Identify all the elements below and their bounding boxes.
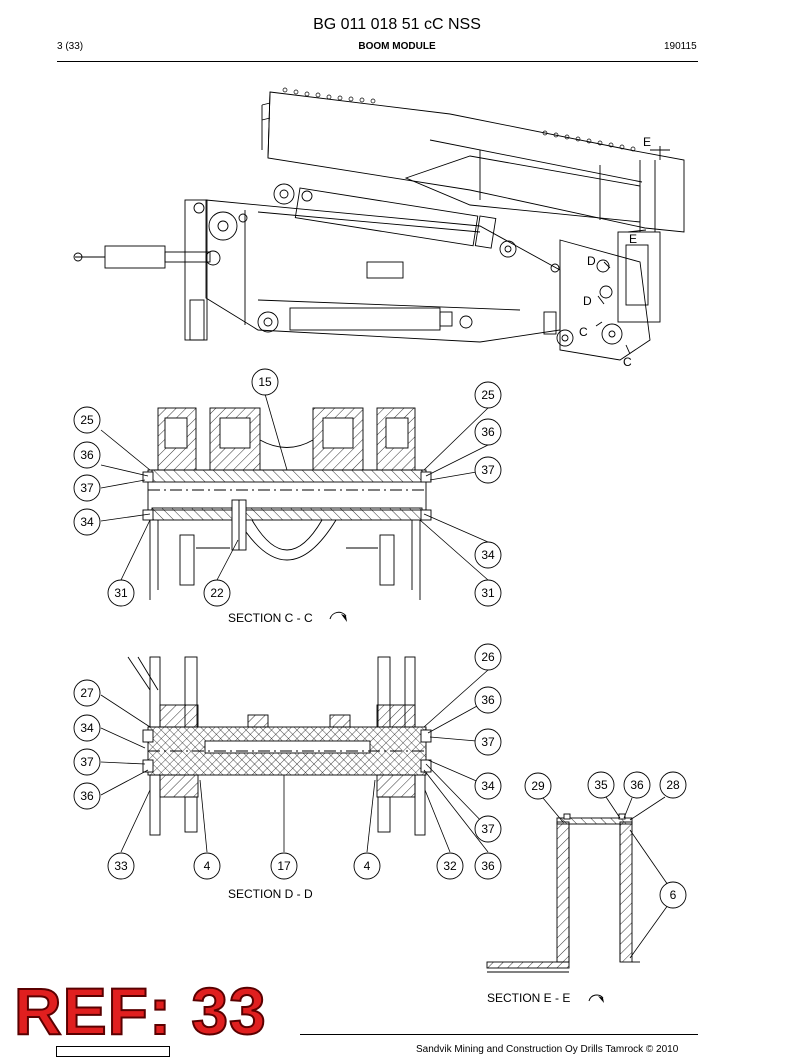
callout-dd-36-top: 36	[481, 693, 495, 707]
section-ee-callouts	[524, 771, 687, 909]
callout-cc-25-right: 25	[481, 388, 495, 402]
ref-stamp: REF: 33	[13, 974, 267, 1048]
callout-cc-34-right: 34	[481, 548, 495, 562]
section-dd-callouts	[73, 643, 502, 880]
callout-dd-36-bottom: 36	[481, 859, 495, 873]
callout-cc-36-left: 36	[80, 448, 94, 462]
callout-ee-35: 35	[594, 778, 608, 792]
callout-dd-4-left: 4	[204, 859, 211, 873]
callout-dd-26: 26	[481, 650, 495, 664]
callout-cc-22: 22	[210, 586, 224, 600]
callout-ee-28: 28	[666, 778, 680, 792]
module-name: BOOM MODULE	[358, 41, 436, 52]
section-ee-drawing	[486, 813, 640, 973]
section-cc-leaders	[100, 393, 489, 581]
callout-cc-31-right: 31	[481, 586, 495, 600]
section-cc-title: SECTION C - C	[228, 611, 313, 625]
marker-c-top: C	[579, 325, 588, 339]
callout-dd-34-left: 34	[80, 721, 94, 735]
boom-overview-drawing	[73, 87, 685, 361]
callout-dd-37-bottom: 37	[481, 822, 495, 836]
callout-ee-6: 6	[670, 888, 677, 902]
callout-dd-17: 17	[277, 859, 291, 873]
marker-d-top: D	[587, 254, 596, 268]
callout-cc-34-left: 34	[80, 515, 94, 529]
callout-dd-37-left: 37	[80, 755, 94, 769]
callout-dd-4-right: 4	[364, 859, 371, 873]
callout-dd-36-left: 36	[80, 789, 94, 803]
callout-cc-15: 15	[258, 375, 272, 389]
callout-ee-36: 36	[630, 778, 644, 792]
section-cc-rotate-icon	[329, 611, 347, 620]
section-dd-drawing	[127, 656, 432, 836]
header-rule	[57, 61, 698, 62]
section-ee-leaders	[542, 796, 669, 959]
section-markers	[595, 146, 670, 355]
page-number: 3 (33)	[57, 41, 84, 52]
footer-rule	[300, 1034, 698, 1035]
section-ee-rotate-icon	[588, 994, 604, 1002]
marker-e-top: E	[643, 135, 651, 149]
marker-c-bottom: C	[623, 355, 632, 369]
callout-cc-25-left: 25	[80, 413, 94, 427]
marker-e-bottom: E	[629, 232, 637, 246]
callout-cc-37-left: 37	[80, 481, 94, 495]
callout-dd-27: 27	[80, 686, 94, 700]
section-cc-drawing	[142, 407, 432, 600]
section-cc-rotate-arrowhead	[341, 614, 347, 622]
callout-dd-33: 33	[114, 859, 128, 873]
section-ee-rotate-arrowhead	[598, 996, 604, 1003]
callout-cc-37-right: 37	[481, 463, 495, 477]
document-date: 190115	[664, 41, 697, 52]
footer-copyright: Sandvik Mining and Construction Oy Drill…	[416, 1044, 679, 1055]
callout-dd-34-right: 34	[481, 779, 495, 793]
marker-d-bottom: D	[583, 294, 592, 308]
callout-dd-32: 32	[443, 859, 457, 873]
section-cc-callouts	[73, 368, 502, 607]
callout-dd-37-top: 37	[481, 735, 495, 749]
callout-cc-31-left: 31	[114, 586, 128, 600]
section-ee-title: SECTION E - E	[487, 991, 570, 1005]
callout-cc-36-right: 36	[481, 425, 495, 439]
document-title: BG 011 018 51 cC NSS	[313, 16, 481, 33]
section-dd-title: SECTION D - D	[228, 887, 313, 901]
callout-ee-29: 29	[531, 779, 545, 793]
